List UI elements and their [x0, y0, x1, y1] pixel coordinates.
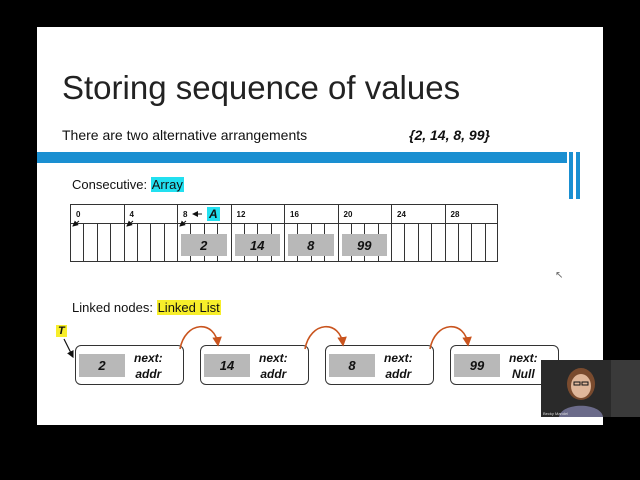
consecutive-label-text: Consecutive: — [72, 177, 151, 192]
memory-cell-divider — [431, 223, 433, 262]
array-pointer-label: A — [207, 207, 220, 221]
node-next-label: next: — [384, 351, 413, 365]
memory-cell-divider — [96, 223, 98, 262]
memory-address: 28 — [450, 210, 460, 219]
memory-cell-divider — [150, 223, 152, 262]
memory-group-divider — [230, 204, 232, 262]
memory-address: 24 — [397, 210, 406, 219]
memory-address: 0 — [76, 210, 81, 219]
memory-group-divider — [177, 204, 178, 262]
array-value: 99 — [341, 234, 387, 256]
node-value: 14 — [204, 354, 250, 377]
memory-group-divider — [391, 204, 392, 262]
node-next-label: next: — [259, 351, 288, 365]
linked-label: Linked nodes: Linked List — [72, 300, 221, 315]
memory-cell-divider — [484, 223, 486, 262]
memory-cell-divider — [110, 223, 112, 262]
node-next: next: addr — [259, 350, 288, 382]
node-value: 99 — [454, 354, 500, 377]
node-value: 2 — [79, 354, 125, 377]
presenter-avatar — [541, 360, 640, 417]
memory-cell-divider — [136, 223, 138, 262]
list-node: 14 next: addr — [200, 345, 309, 385]
head-pointer-arrow — [63, 338, 74, 359]
node-next-value: addr — [135, 367, 162, 381]
memory-cell-divider — [417, 223, 419, 262]
memory-group-divider — [123, 204, 125, 262]
node-next-value: addr — [385, 367, 412, 381]
list-node: 8 next: addr — [325, 345, 434, 385]
slide: Storing sequence of values There are two… — [37, 27, 603, 425]
list-node: 2 next: addr — [75, 345, 184, 385]
node-next-value: Null — [512, 367, 535, 381]
accent-stripe — [569, 152, 573, 199]
memory-address: 20 — [343, 210, 353, 219]
accent-stripe — [576, 152, 580, 199]
memory-cell-divider — [471, 223, 473, 262]
consecutive-label: Consecutive: Array — [72, 177, 184, 192]
memory-cell-divider — [163, 223, 165, 262]
linked-list-highlight: Linked List — [156, 300, 221, 315]
memory-address: 8 — [183, 210, 188, 219]
array-value: 8 — [288, 234, 334, 256]
webcam-thumbnail: Becky Mandel — [541, 360, 640, 417]
list-head-label: T — [56, 325, 67, 337]
memory-cell-divider — [83, 223, 85, 262]
node-next: next: Null — [509, 350, 538, 382]
memory-cell-divider — [404, 223, 406, 262]
value-set: {2, 14, 8, 99} — [409, 127, 490, 143]
memory-address: 12 — [236, 210, 246, 219]
array-value: 2 — [181, 234, 227, 256]
array-highlight: Array — [150, 177, 184, 192]
memory-cell-divider — [457, 223, 459, 262]
memory-group-divider — [444, 204, 446, 262]
slide-subtitle: There are two alternative arrangements — [62, 127, 308, 143]
node-next: next: addr — [384, 350, 413, 382]
memory-address: 4 — [129, 210, 134, 219]
memory-header-divider — [70, 223, 498, 224]
node-next-label: next: — [134, 351, 163, 365]
node-next: next: addr — [134, 350, 163, 382]
memory-group-divider — [337, 204, 339, 262]
accent-bar — [37, 152, 567, 163]
node-next-label: next: — [509, 351, 538, 365]
memory-address: 16 — [290, 210, 299, 219]
array-value: 14 — [234, 234, 280, 256]
presenter-name: Becky Mandel — [543, 411, 569, 416]
cursor-arrow-icon: ↖ — [555, 270, 564, 281]
slide-title: Storing sequence of values — [62, 69, 461, 106]
node-value: 8 — [329, 354, 375, 377]
memory-group-divider — [284, 204, 285, 262]
node-next-value: addr — [260, 367, 287, 381]
linked-label-text: Linked nodes: — [72, 300, 157, 315]
